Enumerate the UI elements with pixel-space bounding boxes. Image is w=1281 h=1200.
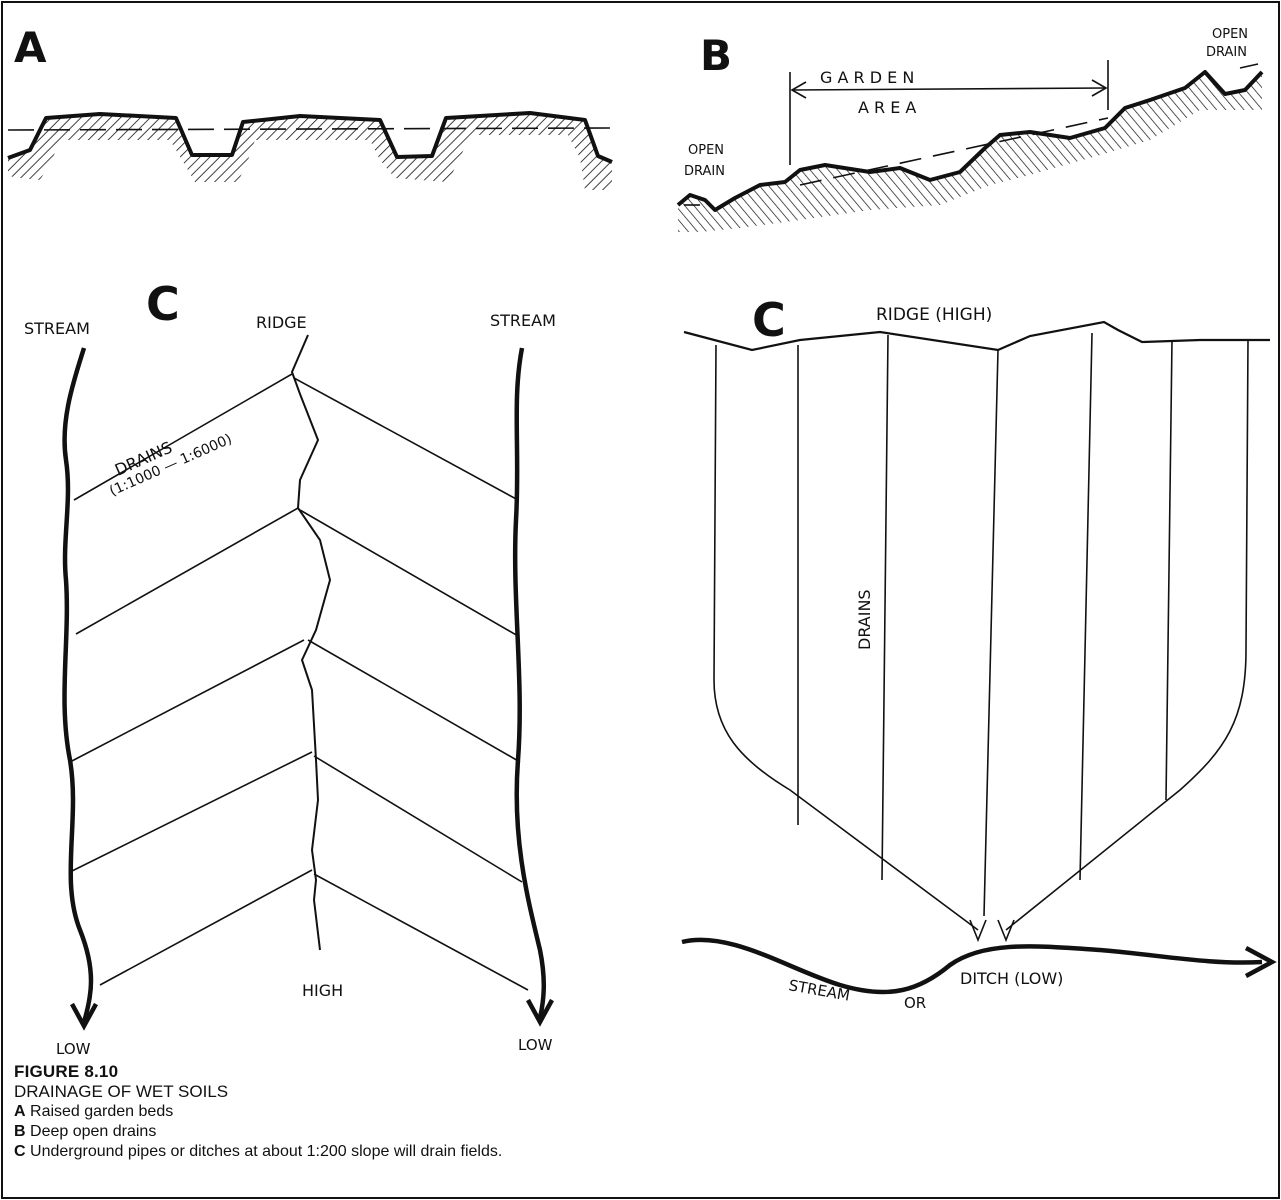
panel-a-soil-hatch — [8, 113, 612, 190]
left-collector-drain — [714, 345, 978, 930]
caption-item-key: A — [14, 1103, 26, 1120]
ridge-high-label: RIDGE (HIGH) — [876, 305, 992, 325]
parallel-drain — [1166, 340, 1172, 800]
lateral-drain — [308, 640, 520, 762]
left-stream-line — [65, 348, 91, 1022]
panel-c-left-letter: C — [146, 277, 180, 331]
caption-item-a: A Raised garden beds — [14, 1102, 914, 1122]
caption-item-c: C Underground pipes or ditches at about … — [14, 1142, 914, 1162]
lateral-drain — [300, 510, 518, 636]
lateral-drain — [314, 756, 522, 882]
caption-item-text: Raised garden beds — [26, 1103, 174, 1120]
drains-label-right: DRAINS — [855, 589, 874, 650]
open-drain-left-label-2: DRAIN — [684, 164, 725, 179]
stream-right-label: STREAM — [490, 311, 556, 330]
caption-item-text: Underground pipes or ditches at about 1:… — [26, 1143, 503, 1160]
lateral-drain — [314, 874, 528, 990]
lateral-drain — [76, 508, 298, 634]
open-drain-left-label-1: OPEN — [688, 143, 724, 158]
panel-c-right-letter: C — [752, 293, 786, 347]
garden-area-label-2: A R E A — [858, 98, 916, 117]
panel-b-open-drains: B G A R D E N A R E A OPEN DRAIN OPEN DR… — [678, 27, 1262, 232]
lateral-drain — [74, 374, 292, 500]
lateral-drain — [294, 378, 518, 500]
stream-label-right: STREAM — [787, 976, 851, 1004]
or-label: OR — [904, 994, 926, 1012]
panel-c-right-parallel: C RIDGE (HIGH) DRAINS STREAM — [682, 293, 1272, 1012]
figure-caption: FIGURE 8.10 DRAINAGE OF WET SOILS A Rais… — [14, 1062, 914, 1162]
caption-item-b: B Deep open drains — [14, 1122, 914, 1142]
panel-a-letter: A — [14, 23, 47, 72]
stream-left-label: STREAM — [24, 319, 90, 338]
panel-a-raised-beds: A — [8, 23, 612, 190]
high-label: HIGH — [302, 981, 343, 1000]
garden-area-label-1: G A R D E N — [820, 68, 914, 87]
parallel-drain — [882, 335, 888, 880]
panel-b-soil-hatch — [678, 72, 1262, 232]
caption-item-text: Deep open drains — [26, 1123, 157, 1140]
right-stream-line — [515, 348, 544, 1018]
caption-item-key: B — [14, 1123, 26, 1140]
open-drain-right-label-2: DRAIN — [1206, 45, 1247, 60]
panel-c-left-herringbone: C STREAM RIDGE STREAM — [24, 277, 556, 1058]
low-label-right: LOW — [518, 1036, 553, 1054]
lateral-drain — [100, 870, 312, 985]
figure-number: FIGURE 8.10 — [14, 1062, 914, 1082]
low-label-left: LOW — [56, 1040, 91, 1058]
panel-b-letter: B — [700, 31, 732, 80]
garden-area-dimension-line — [792, 88, 1106, 90]
lateral-drain — [70, 640, 304, 762]
caption-item-key: C — [14, 1143, 26, 1160]
lateral-drain — [70, 752, 312, 872]
parallel-drain — [1080, 333, 1092, 880]
figure-title: DRAINAGE OF WET SOILS — [14, 1082, 914, 1102]
parallel-drain — [984, 350, 998, 916]
open-drain-right-pointer — [1240, 64, 1258, 68]
right-collector-drain — [1006, 340, 1248, 930]
ridge-label: RIDGE — [256, 313, 307, 332]
open-drain-right-label-1: OPEN — [1212, 27, 1248, 42]
right-lateral-drains — [294, 378, 528, 990]
left-lateral-drains — [70, 374, 312, 985]
ditch-low-label: DITCH (LOW) — [960, 969, 1063, 988]
